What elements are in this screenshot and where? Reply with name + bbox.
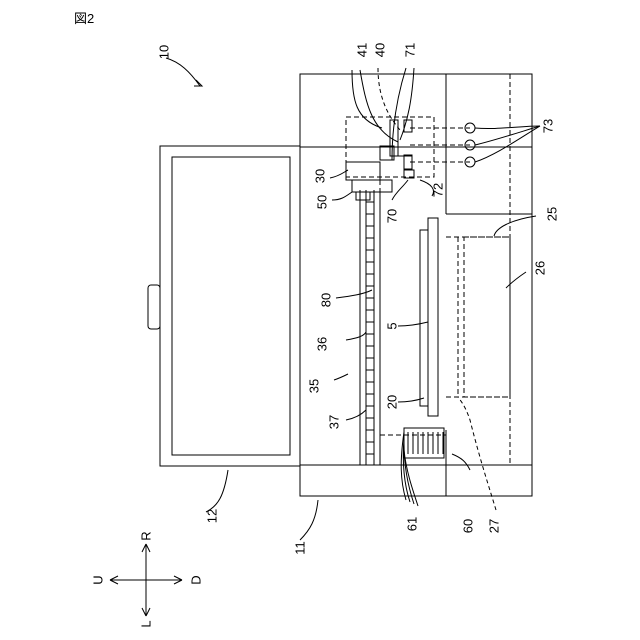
rail-ticks: [366, 202, 374, 454]
label-30: 30: [314, 169, 327, 183]
label-10: 10: [158, 45, 171, 59]
label-73: 73: [542, 119, 555, 133]
direction-label-r: R: [140, 531, 153, 540]
label-60: 60: [462, 519, 475, 533]
label-11: 11: [294, 541, 307, 555]
label-70: 70: [386, 209, 399, 223]
tray-grid: [404, 428, 444, 458]
label-72: 72: [432, 183, 445, 197]
label-12: 12: [206, 509, 219, 523]
label-40: 40: [374, 43, 387, 57]
label-50: 50: [316, 195, 329, 209]
housing-body: [300, 74, 532, 496]
direction-label-d: D: [190, 575, 203, 584]
label-27: 27: [488, 519, 501, 533]
label-26: 26: [534, 261, 547, 275]
label-25: 25: [546, 207, 559, 221]
substrate-stage: [420, 218, 438, 416]
label-61: 61: [406, 517, 419, 531]
direction-arrows: [110, 544, 182, 616]
direction-label-u: U: [92, 575, 105, 584]
label-36: 36: [316, 337, 329, 351]
leader-lines: [166, 58, 540, 540]
rail-column: [360, 190, 380, 465]
label-35: 35: [308, 379, 321, 393]
label-37: 37: [328, 415, 341, 429]
label-20: 20: [386, 395, 399, 409]
label-5: 5: [386, 322, 399, 329]
label-80: 80: [320, 293, 333, 307]
label-41: 41: [356, 43, 369, 57]
label-71: 71: [404, 43, 417, 57]
display-panel: [148, 146, 300, 466]
direction-label-l: L: [140, 620, 153, 627]
